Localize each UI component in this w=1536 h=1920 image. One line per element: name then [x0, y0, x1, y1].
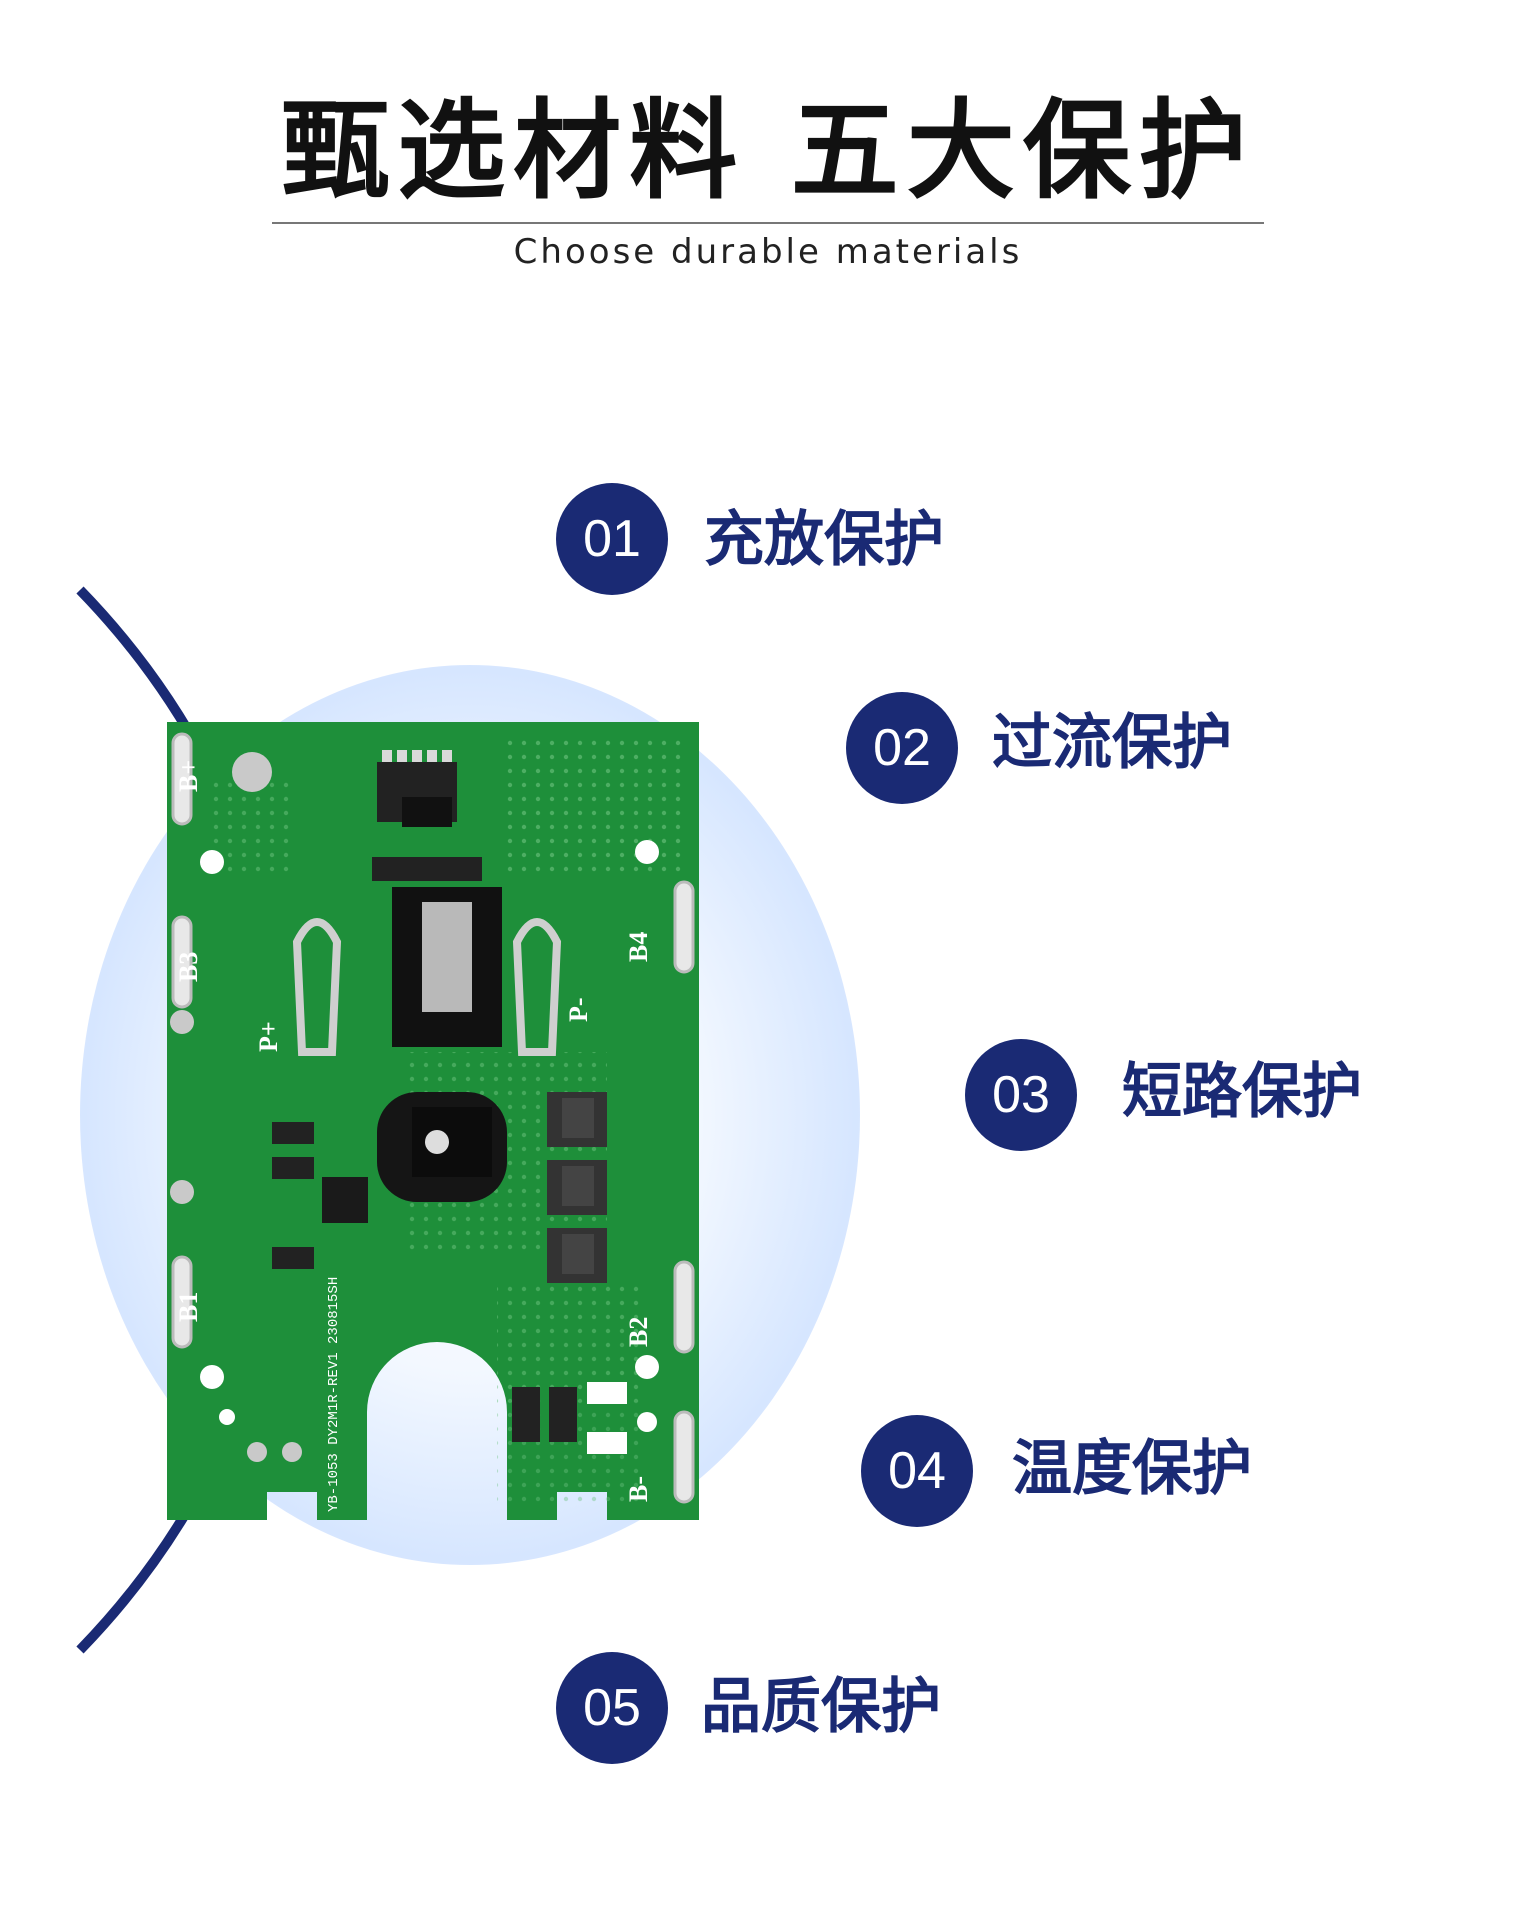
protection-label-short-circuit: 短路保护	[1122, 1057, 1362, 1127]
protection-label-overcurrent: 过流保护	[992, 708, 1232, 778]
svg-text:B1: B1	[174, 1292, 203, 1322]
page-subtitle: Choose durable materials	[513, 232, 1023, 272]
svg-text:B4: B4	[624, 932, 653, 962]
svg-text:B2: B2	[624, 1317, 653, 1347]
header: 甄选材料 五大保护 Choose durable materials	[0, 0, 1536, 300]
title-divider	[272, 222, 1264, 224]
protection-badge-05: 05	[556, 1652, 668, 1764]
protection-label-temperature: 温度保护	[1012, 1434, 1252, 1504]
protection-label-quality: 品质保护	[701, 1672, 941, 1742]
protection-badge-02: 02	[846, 692, 958, 804]
protection-badge-01: 01	[556, 483, 668, 595]
page-title: 甄选材料 五大保护	[281, 89, 1255, 214]
pcb-board-image: B+ B3 B1 B4 B2 B- P+ P- YB-1053 DY2M1R-R…	[167, 722, 699, 1520]
svg-text:B-: B-	[624, 1476, 653, 1502]
protection-label-charge-discharge: 充放保护	[704, 505, 944, 575]
protection-badge-03: 03	[965, 1039, 1077, 1151]
svg-text:B+: B+	[174, 760, 203, 792]
svg-text:B3: B3	[174, 952, 203, 982]
svg-text:P-: P-	[564, 997, 593, 1022]
svg-text:P+: P+	[254, 1021, 283, 1052]
svg-text:YB-1053 DY2M1R-REV1 230815SH: YB-1053 DY2M1R-REV1 230815SH	[326, 1277, 342, 1512]
protection-badge-04: 04	[861, 1415, 973, 1527]
